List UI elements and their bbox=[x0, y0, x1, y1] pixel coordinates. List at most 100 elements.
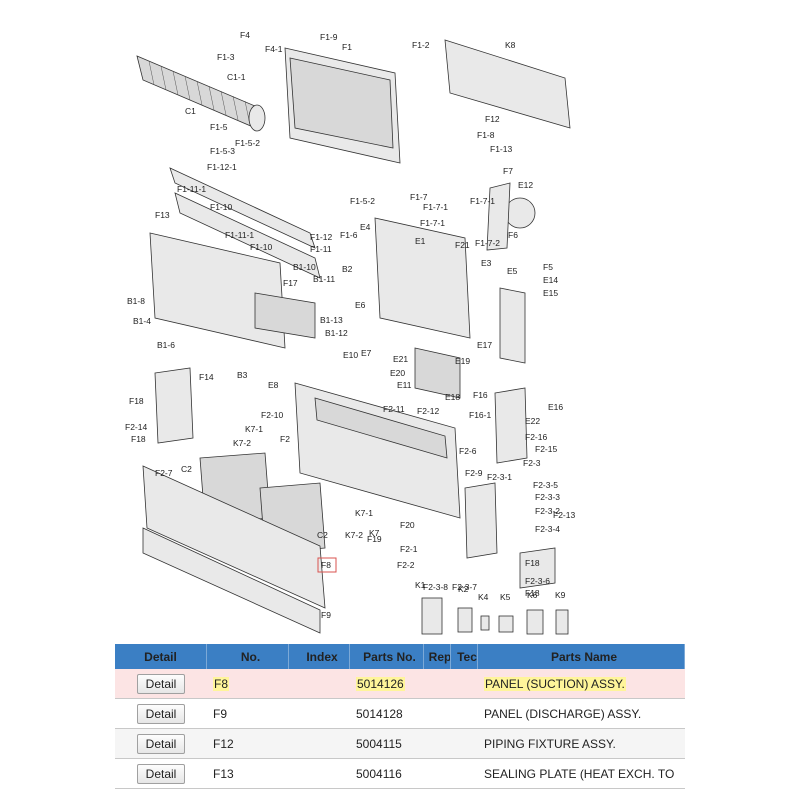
callout-label: F2-3-7 bbox=[452, 582, 477, 592]
callout-label: F2-3-2 bbox=[535, 506, 560, 516]
callout-label: F9 bbox=[321, 610, 331, 620]
header-no[interactable]: No. bbox=[207, 644, 289, 669]
electrical-box bbox=[374, 217, 471, 339]
table-header: Detail No. Index Parts No. Rep Tec Parts… bbox=[115, 644, 685, 669]
manual bbox=[526, 609, 544, 635]
callout-label: E22 bbox=[525, 416, 540, 426]
callout-label: F18 bbox=[131, 434, 146, 444]
callout-label: C2 bbox=[181, 464, 192, 474]
detail-button[interactable]: Detail bbox=[136, 763, 186, 784]
front-grille bbox=[149, 232, 286, 349]
parts-number: 5014128 bbox=[356, 706, 403, 721]
callout-label: B1-11 bbox=[313, 274, 335, 284]
header-rep[interactable]: Rep bbox=[424, 644, 451, 669]
cross-flow-fan bbox=[136, 55, 266, 132]
screw-pack bbox=[480, 615, 490, 631]
motor-bracket bbox=[486, 182, 511, 251]
callout-label: F1-2 bbox=[412, 40, 430, 50]
parts-name: PANEL (DISCHARGE) ASSY. bbox=[484, 706, 642, 721]
callout-label: F1-10 bbox=[250, 242, 272, 252]
callout-label: C1 bbox=[185, 106, 196, 116]
table-row[interactable]: Detail F8 5014126 PANEL (SUCTION) ASSY. bbox=[115, 669, 685, 699]
header-detail[interactable]: Detail bbox=[115, 644, 207, 669]
callout-label: F4 bbox=[240, 30, 250, 40]
callout-label: K1 bbox=[415, 580, 426, 590]
header-index[interactable]: Index bbox=[289, 644, 350, 669]
callout-label: B1-10 bbox=[293, 262, 316, 272]
part-index bbox=[289, 669, 350, 698]
table-row[interactable]: Detail F12 5004115 PIPING FIXTURE ASSY. bbox=[115, 729, 685, 759]
callout-label: F2 bbox=[280, 434, 290, 444]
part-tec bbox=[451, 759, 478, 788]
header-parts-name[interactable]: Parts Name bbox=[478, 644, 685, 669]
callout-label: F2-3-3 bbox=[535, 492, 560, 502]
part-rep bbox=[424, 669, 451, 698]
callout-label: B1-4 bbox=[133, 316, 151, 326]
part-index bbox=[289, 699, 350, 728]
part-tec bbox=[451, 699, 478, 728]
callout-label: F1-5-2 bbox=[235, 138, 260, 148]
callout-label: F1-3 bbox=[217, 52, 235, 62]
callout-label: F2-3-8 bbox=[423, 582, 448, 592]
header-parts-no[interactable]: Parts No. bbox=[350, 644, 424, 669]
callout-label: F1-13 bbox=[490, 144, 512, 154]
callout-label: F2-16 bbox=[525, 432, 547, 442]
remote-controller bbox=[421, 597, 443, 635]
callout-label: F2-11 bbox=[383, 404, 405, 414]
filter-frame-upper bbox=[169, 167, 316, 249]
detail-button[interactable]: Detail bbox=[136, 733, 186, 754]
control-box-right bbox=[464, 482, 498, 559]
part-tec bbox=[451, 669, 478, 698]
detail-button[interactable]: Detail bbox=[136, 703, 186, 724]
callout-label: F12 bbox=[485, 114, 500, 124]
pcb-board bbox=[414, 347, 461, 399]
callout-label: F13 bbox=[155, 210, 170, 220]
callout-label: F2-6 bbox=[459, 446, 477, 456]
callout-label: E8 bbox=[268, 380, 279, 390]
part-no: F9 bbox=[213, 706, 228, 721]
heat-exchanger bbox=[254, 292, 316, 339]
callout-label: F5 bbox=[543, 262, 553, 272]
part-tec bbox=[451, 729, 478, 758]
callout-label: F1 bbox=[342, 42, 352, 52]
callout-label: E4 bbox=[360, 222, 371, 232]
header-tec[interactable]: Tec bbox=[451, 644, 478, 669]
side-cover-right bbox=[494, 387, 528, 464]
callout-label: F1-7-2 bbox=[475, 238, 500, 248]
callout-label: B1-8 bbox=[127, 296, 145, 306]
callout-label: F1-11-1 bbox=[225, 230, 254, 240]
callout-label: F1-11 bbox=[310, 244, 332, 254]
callout-label: E16 bbox=[548, 402, 563, 412]
callout-label: F2-3-5 bbox=[533, 480, 558, 490]
table-row[interactable]: Detail F13 5004116 SEALING PLATE (HEAT E… bbox=[115, 759, 685, 789]
callout-label: E20 bbox=[390, 368, 405, 378]
callout-label: K7-1 bbox=[245, 424, 263, 434]
front-panel-suction bbox=[142, 465, 326, 609]
filter-frame-lower bbox=[174, 192, 321, 279]
back-plate bbox=[444, 39, 571, 129]
callout-label: K7 bbox=[369, 528, 380, 538]
callout-label: K5 bbox=[500, 592, 511, 602]
callout-label: F2-3-4 bbox=[535, 524, 560, 534]
side-cover-left bbox=[154, 367, 194, 444]
callout-label: K7-2 bbox=[233, 438, 251, 448]
callout-label: B1-12 bbox=[325, 328, 348, 338]
callout-label: F2-3-1 bbox=[487, 472, 512, 482]
callout-label: K9 bbox=[555, 590, 566, 600]
callout-label: F1-9 bbox=[320, 32, 338, 42]
callout-label: F18 bbox=[525, 558, 540, 568]
callout-label: K4 bbox=[478, 592, 489, 602]
part-rep bbox=[424, 729, 451, 758]
callout-label: F1-5-3 bbox=[210, 146, 235, 156]
detail-button[interactable]: Detail bbox=[136, 673, 186, 694]
callout-label: E11 bbox=[397, 380, 412, 390]
callout-label: B1-6 bbox=[157, 340, 175, 350]
part-rep bbox=[424, 759, 451, 788]
table-row[interactable]: Detail F9 5014128 PANEL (DISCHARGE) ASSY… bbox=[115, 699, 685, 729]
callout-label: F16-1 bbox=[469, 410, 491, 420]
callout-label: E7 bbox=[361, 348, 372, 358]
parts-number: 5014126 bbox=[356, 676, 405, 691]
part-no: F8 bbox=[213, 676, 230, 691]
